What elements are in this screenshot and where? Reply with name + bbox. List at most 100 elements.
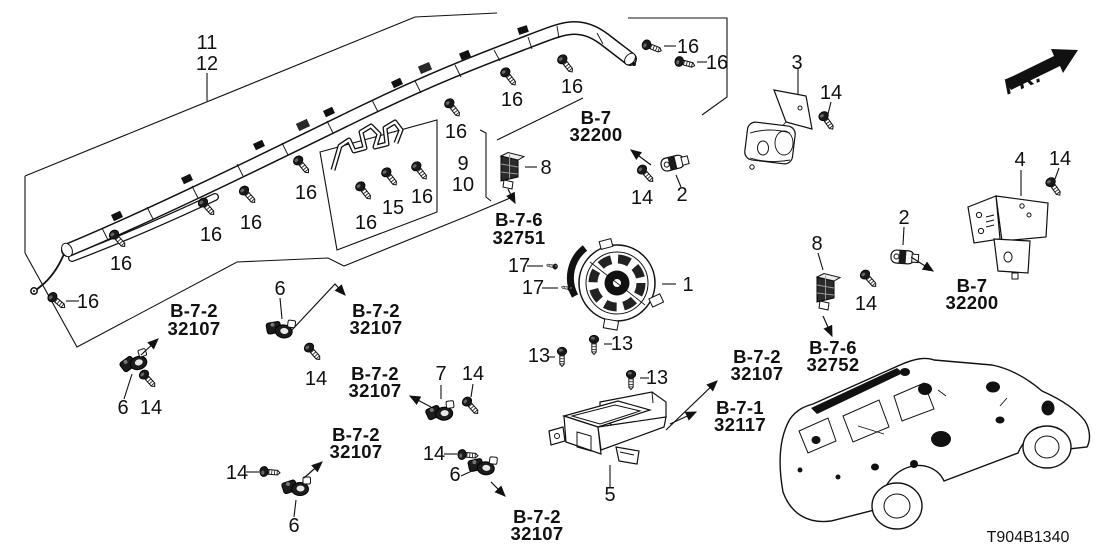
screw-icon xyxy=(588,334,600,355)
callout-6: 6 xyxy=(274,278,285,300)
ref-b72-32107: 32107 xyxy=(168,318,221,339)
callout-16: 16 xyxy=(110,253,132,275)
callout-5: 5 xyxy=(604,484,615,506)
ref-b76-32752: 32752 xyxy=(807,354,860,375)
callout-11: 11 xyxy=(197,32,218,54)
front-sensor-8 xyxy=(500,152,525,190)
ref-b71-32117: 32117 xyxy=(714,414,766,435)
callout-7: 7 xyxy=(435,363,446,385)
callout-16: 16 xyxy=(355,212,377,234)
callout-14: 14 xyxy=(423,443,445,465)
screw-icon xyxy=(136,367,159,391)
ref-b72-32107: B-7-2 xyxy=(352,300,400,321)
callout-14: 14 xyxy=(855,293,877,315)
front-sensor-8 xyxy=(816,273,841,311)
callout-14: 14 xyxy=(305,368,327,390)
ref-b72-32107: B-7-2 xyxy=(513,506,561,527)
srs-control-unit xyxy=(548,391,667,465)
callout-14: 14 xyxy=(226,462,248,484)
ref-b7-32200: 32200 xyxy=(946,292,999,313)
ref-b7-32200: B-7 xyxy=(957,275,988,296)
ref-b76-32752: B-7-6 xyxy=(809,337,857,358)
callout-3: 3 xyxy=(791,52,802,74)
screw-icon xyxy=(498,65,520,89)
ref-b76-32751: 32751 xyxy=(493,227,546,248)
screw-icon xyxy=(556,346,568,367)
sensor-location-marks xyxy=(797,368,1055,480)
screw-icon xyxy=(258,465,281,479)
screw-icon xyxy=(634,162,657,186)
ref-b72-32107: 32107 xyxy=(330,441,383,462)
callout-16: 16 xyxy=(501,89,523,111)
callout-12: 12 xyxy=(196,53,218,75)
screw-icon xyxy=(640,38,664,56)
airbag-mount-clips xyxy=(110,25,529,222)
screw-icon xyxy=(236,183,259,207)
screw-icon xyxy=(379,165,401,189)
leader-lines xyxy=(66,45,1060,518)
ref-labels: B-7 32200 B-7-6 32751 B-7-2 32107 B-7-2 … xyxy=(168,107,999,544)
callout-17: 17 xyxy=(522,277,544,299)
callout-4: 4 xyxy=(1014,149,1025,171)
callout-14: 14 xyxy=(631,187,653,209)
screw-icon xyxy=(353,179,375,203)
callout-8: 8 xyxy=(811,233,822,255)
cable-reel-part xyxy=(566,237,665,331)
fr-direction-arrow: FR. xyxy=(1000,49,1078,99)
callout-16: 16 xyxy=(77,291,99,313)
ref-b72-32107: 32107 xyxy=(349,380,402,401)
ref-b72-32107: 32107 xyxy=(731,363,784,384)
callout-16: 16 xyxy=(677,36,699,58)
ref-arrows xyxy=(140,149,935,497)
screw-icon xyxy=(459,394,482,418)
callout-14: 14 xyxy=(140,397,162,419)
airbag-segment-ticks xyxy=(101,25,604,241)
callout-13: 13 xyxy=(611,333,633,355)
callout-14: 14 xyxy=(1049,148,1071,170)
callout-6: 6 xyxy=(449,464,460,486)
ref-b7-32200: 32200 xyxy=(570,124,623,145)
ref-b7-32200: B-7 xyxy=(581,107,612,128)
screw-icon xyxy=(1043,175,1065,199)
screw-icon xyxy=(625,369,637,390)
side-sensor-7 xyxy=(423,400,456,423)
side-sensor-6 xyxy=(280,476,311,496)
side-sensor-6 xyxy=(263,316,297,340)
ref-b72-32107: 32107 xyxy=(350,317,403,338)
screw-icon xyxy=(442,96,464,120)
callout-13: 13 xyxy=(528,345,550,367)
screw-icon xyxy=(409,159,431,183)
callout-16: 16 xyxy=(445,121,467,143)
ref-b72-32107: B-7-2 xyxy=(170,300,218,321)
callout-9: 9 xyxy=(457,153,468,175)
callout-6: 6 xyxy=(288,515,299,537)
ref-b72-32107: B-7-2 xyxy=(733,346,781,367)
callout-2: 2 xyxy=(898,207,909,229)
callout-10: 10 xyxy=(452,174,474,196)
callout-13: 13 xyxy=(646,367,668,389)
callout-6: 6 xyxy=(117,397,128,419)
callout-16: 16 xyxy=(295,182,317,204)
callout-2: 2 xyxy=(676,184,687,206)
callout-1: 1 xyxy=(682,274,693,296)
diagram-code: T904B1340 xyxy=(987,529,1070,546)
assembly-outline xyxy=(24,12,728,348)
screw-icon xyxy=(45,290,69,312)
callout-15: 15 xyxy=(382,197,404,219)
callout-14: 14 xyxy=(820,82,842,104)
callout-16: 16 xyxy=(411,186,433,208)
screw-icon xyxy=(555,52,577,76)
bracket-detail-box xyxy=(319,119,492,251)
front-sensor-2 xyxy=(659,152,691,173)
callout-8: 8 xyxy=(540,157,551,179)
curtain-airbag-module xyxy=(30,20,637,295)
airbag-harness-wire xyxy=(35,253,65,291)
screw-icon xyxy=(301,340,324,364)
ref-b72-32107: B-7-2 xyxy=(351,363,399,384)
screw-icon xyxy=(545,262,559,270)
ref-b76-32751: B-7-6 xyxy=(495,209,543,230)
callout-16: 16 xyxy=(706,52,728,74)
bracket-part-4 xyxy=(967,195,1049,280)
